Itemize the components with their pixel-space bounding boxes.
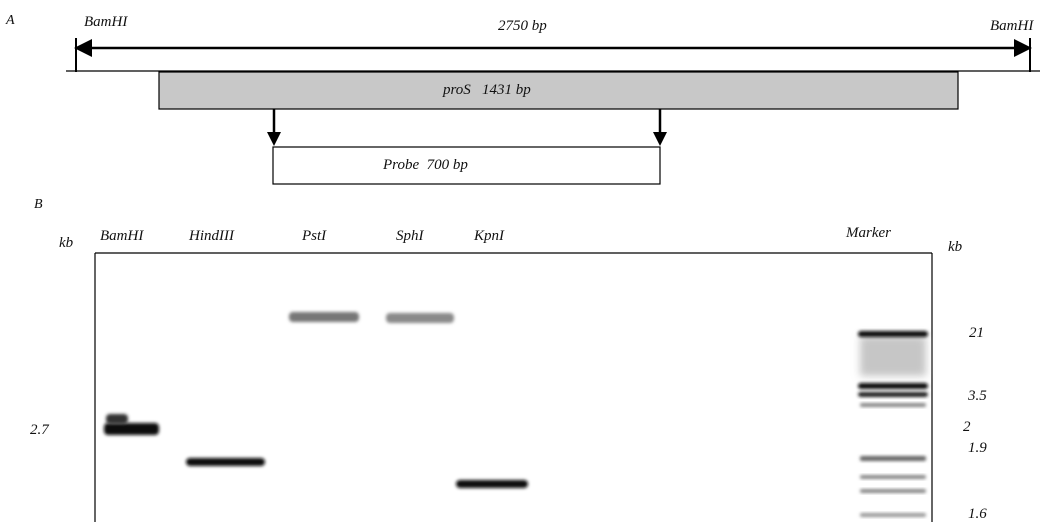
probe-right-arrow bbox=[653, 109, 667, 146]
probe-left-arrow bbox=[267, 109, 281, 146]
band-bamhi bbox=[104, 423, 159, 435]
marker-band bbox=[860, 403, 926, 407]
band-bamhi-upper bbox=[106, 414, 128, 424]
lane-label-hindiii: HindIII bbox=[189, 228, 234, 244]
right-size-3-5: 3.5 bbox=[968, 388, 987, 404]
marker-band bbox=[860, 475, 926, 479]
right-size-21: 21 bbox=[969, 325, 984, 341]
fragment-arrow bbox=[74, 38, 1032, 72]
marker-band bbox=[860, 456, 926, 461]
marker-band bbox=[858, 392, 928, 397]
pros-gene-label: proS 1431 bp bbox=[443, 82, 531, 98]
right-bamhi-site-label: BamHI bbox=[990, 18, 1034, 34]
band-kpni bbox=[456, 480, 528, 488]
left-size-2-7: 2.7 bbox=[30, 422, 49, 438]
lane-label-kpni: KpnI bbox=[474, 228, 504, 244]
fragment-length-label: 2750 bp bbox=[498, 18, 547, 34]
lane-label-marker: Marker bbox=[846, 225, 891, 241]
panel-a-label: A bbox=[6, 13, 15, 28]
right-size-1-6: 1.6 bbox=[968, 506, 987, 522]
lane-label-bamhi: BamHI bbox=[100, 228, 144, 244]
probe-box bbox=[272, 146, 661, 185]
marker-band bbox=[860, 489, 926, 493]
marker-band bbox=[858, 331, 928, 337]
lane-label-sphi: SphI bbox=[396, 228, 424, 244]
band-sphi bbox=[386, 313, 454, 323]
left-unit-label: kb bbox=[59, 235, 74, 251]
marker-band bbox=[860, 513, 926, 517]
right-unit-label: kb bbox=[948, 239, 963, 255]
marker-band bbox=[858, 383, 928, 389]
marker-lane bbox=[858, 331, 928, 517]
pros-gene-box bbox=[158, 71, 959, 110]
right-size-1-9: 1.9 bbox=[968, 440, 987, 456]
probe-label: Probe 700 bp bbox=[383, 157, 468, 173]
marker-smear bbox=[860, 336, 926, 376]
band-hindiii bbox=[186, 458, 265, 466]
band-psti bbox=[289, 312, 359, 322]
panel-b-label: B bbox=[34, 197, 43, 212]
left-bamhi-site-label: BamHI bbox=[84, 14, 128, 30]
right-size-2: 2 bbox=[963, 419, 971, 435]
gel-frame bbox=[94, 252, 933, 522]
lane-label-psti: PstI bbox=[302, 228, 327, 244]
